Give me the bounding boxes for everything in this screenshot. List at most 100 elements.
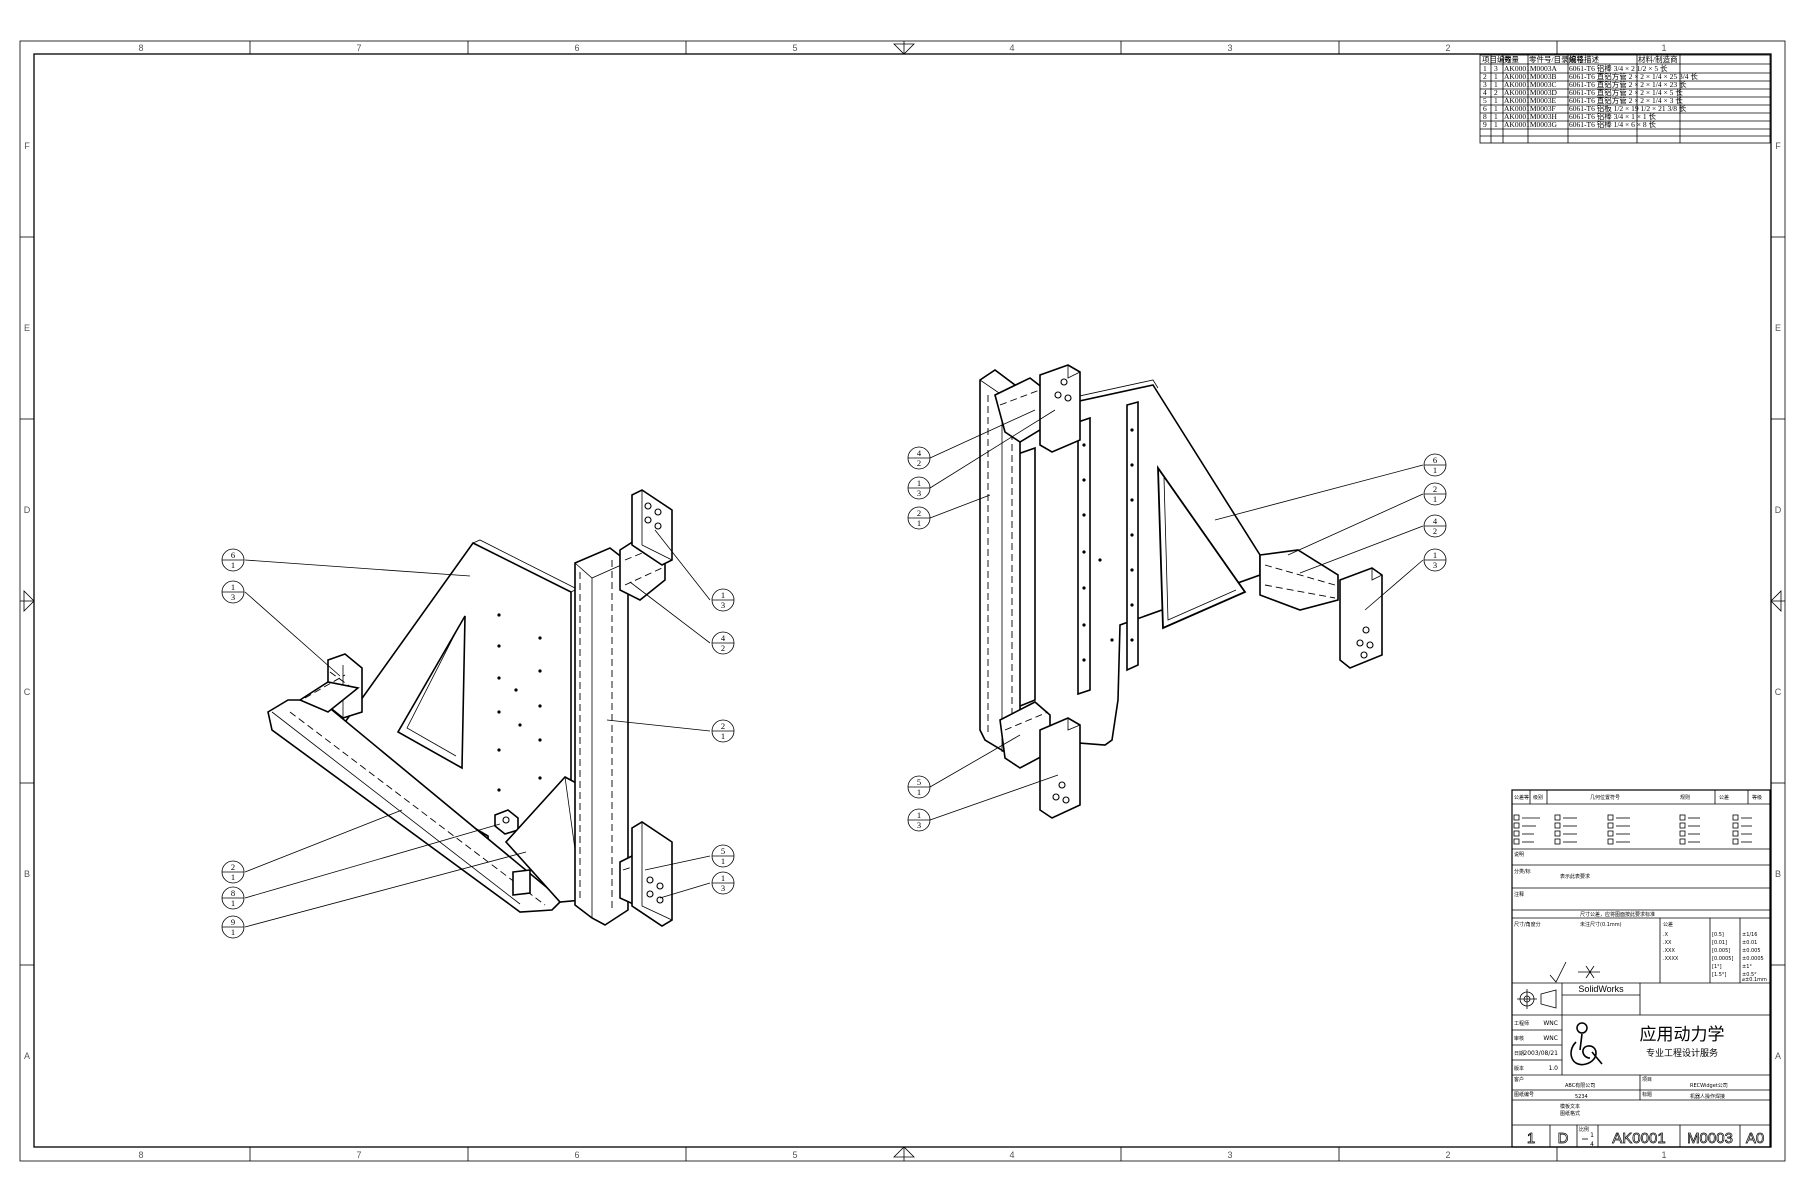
tb-label: 公差 xyxy=(1663,921,1673,928)
zone-label-side: A xyxy=(24,1051,30,1061)
gdt-symbol-grid xyxy=(1513,814,1752,845)
bom-cell: 1 xyxy=(1494,120,1498,129)
right-connector-tube xyxy=(1259,549,1339,611)
balloon-qty: 3 xyxy=(231,592,235,602)
zone-label-side: A xyxy=(1775,1051,1781,1061)
bottom-plate-holes xyxy=(1052,781,1070,804)
tb-tol: ±1/16 xyxy=(1742,932,1757,938)
tb-tol: [0.005] xyxy=(1712,948,1730,954)
zone-label-bottom: 4 xyxy=(1009,1150,1014,1160)
left-isometric-view xyxy=(267,489,673,927)
zone-label-top: 8 xyxy=(138,43,143,53)
balloon-item: 1 xyxy=(231,582,235,592)
plate-triangle-cutout xyxy=(396,615,466,770)
sheet-size: D xyxy=(1558,1130,1569,1147)
tb-header: 等级 xyxy=(1752,794,1762,801)
right-balloons: 4 2 1 3 2 1 6 1 2 1 4 2 1 3 5 1 1 3 xyxy=(907,446,1447,832)
bom-cell: 3 xyxy=(1494,64,1498,73)
plate-triangle-cutout xyxy=(1157,465,1247,630)
tb-header: 级别 xyxy=(1533,794,1543,801)
zone-label-side: B xyxy=(24,869,30,879)
balloon-qty: 1 xyxy=(231,898,235,908)
balloon-qty: 2 xyxy=(721,643,725,653)
bom-cell: AK0001M0003D xyxy=(1504,88,1558,97)
company-subtitle: 专业工程设计服务 xyxy=(1646,1047,1718,1059)
tb-note: 模板文本 xyxy=(1560,1103,1580,1110)
balloon: 2 1 xyxy=(907,506,931,530)
tb-label: .X xyxy=(1663,932,1669,938)
company-logo-icon xyxy=(1570,1022,1603,1066)
left-leader-lines xyxy=(244,529,711,928)
bottom-end-plate xyxy=(1039,717,1081,819)
bom-cell: AK0001M0003C xyxy=(1504,80,1557,89)
bom-cell: 1 xyxy=(1494,80,1498,89)
tb-value: 机器人操作焊接 xyxy=(1690,1093,1725,1100)
zone-label-top: 7 xyxy=(356,43,361,53)
sheet-number: 1 xyxy=(1527,1130,1535,1147)
top-plate-holes xyxy=(644,502,662,530)
bom-cell: 6061-T6 直铝方管 2 × 2 × 1/4 × 5 长 xyxy=(1569,87,1683,97)
center-mark-right xyxy=(1770,590,1782,612)
part-number: M0003 xyxy=(1687,1130,1733,1147)
balloon-qty: 2 xyxy=(917,458,921,468)
zone-label-side: C xyxy=(1775,687,1782,697)
zone-label-bottom: 6 xyxy=(574,1150,579,1160)
bom-header: 材料/制造商 xyxy=(1638,54,1678,64)
balloon-item: 5 xyxy=(917,777,921,787)
projection-symbol-icon xyxy=(1517,989,1557,1009)
bom-cell: 9 xyxy=(1483,120,1487,129)
center-mark-bottom xyxy=(893,1146,915,1158)
tb-tol: ±0.5° xyxy=(1742,972,1757,978)
center-mark-top xyxy=(893,43,915,55)
scale-label: 比例 xyxy=(1579,1126,1589,1133)
balloon: 2 1 xyxy=(1423,482,1447,506)
tb-label: 版本 xyxy=(1514,1065,1524,1072)
document-number: AK0001 xyxy=(1612,1130,1665,1147)
tb-label: 项目 xyxy=(1642,1077,1652,1083)
revision: A0 xyxy=(1746,1130,1764,1147)
zone-label-top: 3 xyxy=(1227,43,1232,53)
balloon-item: 5 xyxy=(721,846,725,856)
bom-cell: 6061-T6 铝棒 3/4 × 1 × 1 长 xyxy=(1569,111,1656,121)
bom-header: 零件号/目录编号 xyxy=(1529,54,1584,64)
balloon-item: 1 xyxy=(721,873,725,883)
bom-cell: AK0001M0003F xyxy=(1504,104,1556,113)
balloon: 4 2 xyxy=(1423,514,1447,538)
tb-label: 日期 xyxy=(1514,1051,1524,1057)
zone-label-side: D xyxy=(24,505,31,515)
tb-header: 公差等 xyxy=(1514,794,1529,801)
balloon: 1 3 xyxy=(711,871,735,895)
balloon: 4 2 xyxy=(907,446,931,470)
tb-header: 规则 xyxy=(1680,794,1690,801)
balloon-item: 1 xyxy=(1433,550,1437,560)
balloon-qty: 1 xyxy=(1433,465,1437,475)
plate-mounting-holes xyxy=(497,613,542,814)
bom-cell: AK0001M0003B xyxy=(1504,72,1557,81)
balloon-qty: 3 xyxy=(721,600,725,610)
zone-label-side: F xyxy=(24,141,30,151)
checkmark-icon xyxy=(1549,961,1567,983)
bom-cell: 2 xyxy=(1494,88,1498,97)
right-end-plate xyxy=(1339,567,1383,669)
zone-label-bottom: 3 xyxy=(1227,1150,1232,1160)
tb-label: .XXXX xyxy=(1663,956,1679,962)
bom-header: 规格描述 xyxy=(1569,54,1599,64)
tb-value: 表示此表要求 xyxy=(1560,873,1590,880)
balloon-qty: 1 xyxy=(917,518,921,528)
tb-tol: [1°] xyxy=(1712,964,1722,970)
balloon-qty: 1 xyxy=(721,731,725,741)
tb-tol: ⌀±0.1mm xyxy=(1742,977,1767,983)
bom-cell: 6061-T6 直铝方管 2 × 2 × 1/4 × 3 长 xyxy=(1569,95,1683,105)
balloon: 5 1 xyxy=(907,775,931,799)
balloon-qty: 1 xyxy=(721,856,725,866)
balloon-qty: 3 xyxy=(1433,560,1437,570)
right-isometric-view xyxy=(979,364,1383,819)
tb-header: 公差 xyxy=(1719,794,1729,801)
tb-label: 尺寸/角度分 xyxy=(1514,921,1541,928)
title-block: 公差等 级别 几何位置符号 规则 公差 等级 xyxy=(1511,789,1771,1148)
tb-label: 审核 xyxy=(1514,1035,1524,1042)
balloon-item: 4 xyxy=(721,633,726,643)
balloon-item: 1 xyxy=(917,810,921,820)
balloon-item: 6 xyxy=(231,550,235,560)
balloon-item: 1 xyxy=(917,478,921,488)
